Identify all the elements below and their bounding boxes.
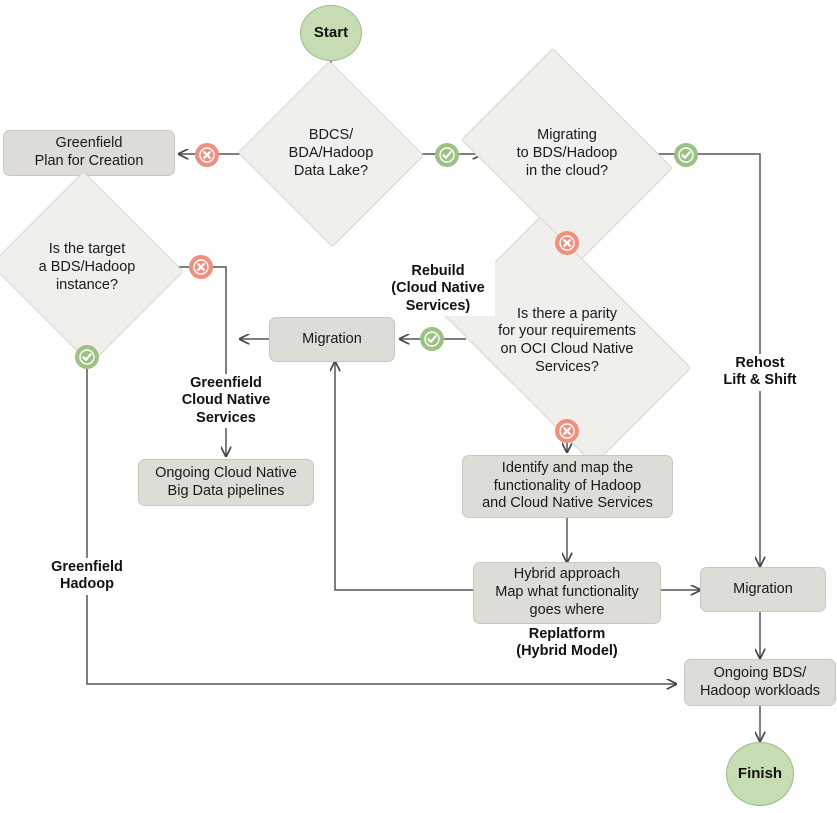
node-decision-oci-parity[interactable]: Is there a parity for your requirements … bbox=[442, 216, 692, 466]
node-greenfield-plan-label: Greenfield Plan for Creation bbox=[35, 135, 144, 170]
text-line: Map what functionality bbox=[495, 584, 639, 601]
text-line: and Cloud Native Services bbox=[482, 495, 653, 512]
text-line: Greenfield bbox=[51, 559, 123, 575]
text-line: to BDS/Hadoop bbox=[516, 145, 618, 162]
text-line: Rehost bbox=[735, 355, 785, 371]
node-decision-target-instance-label: Is the target a BDS/Hadoop instance? bbox=[16, 241, 158, 294]
path-label-rebuild: Rebuild (Cloud Native Services) bbox=[381, 262, 495, 317]
text-line: (Hybrid Model) bbox=[516, 643, 618, 660]
node-migration-left-label: Migration bbox=[302, 330, 362, 347]
node-decision-data-lake[interactable]: BDCS/ BDA/Hadoop Data Lake? bbox=[237, 60, 425, 248]
path-label-replatform-hybrid-model: Replatform (Hybrid Model) bbox=[496, 625, 638, 662]
text-line: Hybrid approach bbox=[513, 566, 621, 583]
node-decision-target-instance[interactable]: Is the target a BDS/Hadoop instance? bbox=[0, 171, 184, 365]
text-line: functionality of Hadoop bbox=[493, 477, 642, 494]
node-decision-data-lake-label: BDCS/ BDA/Hadoop Data Lake? bbox=[264, 127, 398, 180]
node-decision-migrating-cloud-label: Migrating to BDS/Hadoop in the cloud? bbox=[482, 127, 652, 180]
path-label-rehost-lift-and-shift: Rehost Lift & Shift bbox=[712, 354, 808, 391]
text-line: Ongoing Cloud Native bbox=[155, 464, 297, 481]
text-line: Is the target bbox=[48, 241, 126, 258]
text-line: Hadoop bbox=[60, 576, 114, 593]
node-migration-left[interactable]: Migration bbox=[269, 317, 395, 362]
text-line: BDCS/ bbox=[308, 127, 354, 144]
text-line: goes where bbox=[529, 601, 605, 618]
text-line: Migrating bbox=[537, 127, 597, 144]
text-line: Services bbox=[196, 409, 256, 426]
node-finish[interactable]: Finish bbox=[726, 742, 794, 806]
text-line: Hadoop workloads bbox=[699, 682, 821, 699]
node-start[interactable]: Start bbox=[300, 5, 362, 61]
text-line: Lift & Shift bbox=[723, 372, 797, 389]
x-circle-icon bbox=[189, 255, 213, 279]
x-circle-icon bbox=[195, 143, 219, 167]
check-circle-icon bbox=[75, 345, 99, 369]
text-line: Ongoing BDS/ bbox=[713, 664, 807, 681]
path-label-greenfield-cloud-native-services: Greenfield Cloud Native Services bbox=[172, 374, 280, 429]
text-line: for your requirements bbox=[498, 323, 636, 340]
node-start-label: Start bbox=[313, 24, 349, 42]
text-line: Services) bbox=[405, 297, 471, 314]
text-line: Greenfield bbox=[55, 135, 123, 152]
text-line: (Cloud Native bbox=[391, 280, 485, 297]
text-line: Services? bbox=[535, 358, 599, 375]
node-hybrid-approach[interactable]: Hybrid approach Map what functionality g… bbox=[473, 562, 661, 624]
node-hybrid-label: Hybrid approach Map what functionality g… bbox=[495, 566, 638, 619]
node-ongoing-bds-label: Ongoing BDS/ Hadoop workloads bbox=[700, 665, 820, 700]
node-ongoing-cloud-native-pipelines[interactable]: Ongoing Cloud Native Big Data pipelines bbox=[138, 459, 314, 506]
text-line: in the cloud? bbox=[525, 162, 609, 179]
x-circle-icon bbox=[555, 231, 579, 255]
text-line: Replatform bbox=[528, 626, 606, 642]
text-line: instance? bbox=[55, 276, 119, 293]
edge-hybrid-to-migrationleft bbox=[335, 362, 473, 591]
node-finish-label: Finish bbox=[737, 765, 783, 783]
text-line: Data Lake? bbox=[293, 162, 369, 179]
node-identify-and-map[interactable]: Identify and map the functionality of Ha… bbox=[462, 455, 673, 518]
text-line: on OCI Cloud Native bbox=[500, 341, 634, 357]
check-circle-icon bbox=[420, 327, 444, 351]
text-line: BDA/Hadoop bbox=[288, 145, 374, 162]
check-circle-icon bbox=[674, 143, 698, 167]
node-migration-right[interactable]: Migration bbox=[700, 567, 826, 612]
text-line: Big Data pipelines bbox=[167, 482, 285, 499]
x-circle-icon bbox=[555, 419, 579, 443]
text-line: Is there a parity bbox=[517, 305, 617, 322]
text-line: Rebuild bbox=[411, 263, 465, 279]
node-decision-migrating-cloud[interactable]: Migrating to BDS/Hadoop in the cloud? bbox=[460, 47, 674, 261]
text-line: Greenfield bbox=[190, 375, 262, 391]
text-line: a BDS/Hadoop bbox=[38, 259, 136, 276]
node-decision-oci-parity-label: Is there a parity for your requirements … bbox=[460, 306, 674, 377]
check-circle-icon bbox=[435, 143, 459, 167]
node-ongoing-bds-hadoop-workloads[interactable]: Ongoing BDS/ Hadoop workloads bbox=[684, 659, 836, 706]
node-migration-right-label: Migration bbox=[733, 580, 793, 597]
node-greenfield-plan-for-creation[interactable]: Greenfield Plan for Creation bbox=[3, 130, 175, 176]
path-label-greenfield-hadoop: Greenfield Hadoop bbox=[38, 558, 136, 595]
text-line: Cloud Native bbox=[181, 392, 271, 409]
text-line: Plan for Creation bbox=[34, 153, 144, 169]
node-identify-label: Identify and map the functionality of Ha… bbox=[482, 460, 653, 513]
text-line: Identify and map the bbox=[501, 459, 634, 476]
node-ongoing-cn-label: Ongoing Cloud Native Big Data pipelines bbox=[155, 465, 297, 500]
